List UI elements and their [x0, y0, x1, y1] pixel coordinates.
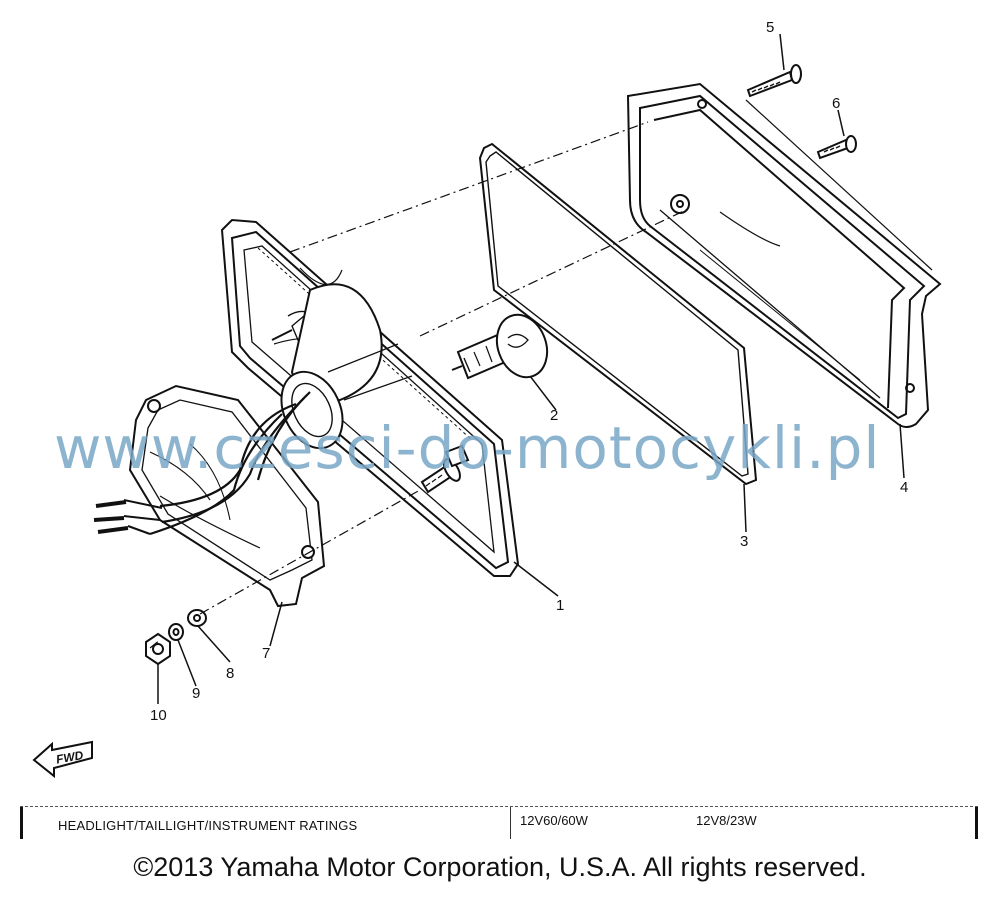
ratings-divider — [510, 807, 511, 839]
screw-short — [816, 135, 857, 160]
callout-10: 10 — [150, 707, 167, 724]
screw-long — [746, 64, 802, 98]
lock-washer — [168, 623, 184, 641]
ratings-right-border — [975, 807, 978, 839]
callout-5: 5 — [766, 19, 774, 36]
ratings-taillight-value: 12V8/23W — [696, 813, 757, 828]
flat-washer — [187, 609, 207, 627]
ratings-label: HEADLIGHT/TAILLIGHT/INSTRUMENT RATINGS — [58, 818, 358, 833]
callout-numbers: 1 2 3 4 5 6 7 8 9 10 — [150, 19, 908, 724]
assembly-lines — [149, 121, 691, 649]
copyright-notice: ©2013 Yamaha Motor Corporation, U.S.A. A… — [133, 852, 867, 882]
fwd-arrow-icon: FWD — [32, 740, 93, 779]
ratings-headlight-value: 12V60/60W — [520, 813, 588, 828]
hex-nut — [145, 632, 171, 666]
callout-4: 4 — [900, 479, 908, 496]
ratings-table: HEADLIGHT/TAILLIGHT/INSTRUMENT RATINGS 1… — [20, 806, 978, 839]
callout-1: 1 — [556, 597, 564, 614]
ratings-left-border — [20, 807, 23, 839]
bulb — [451, 313, 549, 380]
callout-6: 6 — [832, 95, 840, 112]
leader-lines — [157, 33, 905, 704]
callout-3: 3 — [740, 533, 748, 550]
taillight-lens-housing — [626, 82, 942, 428]
callout-8: 8 — [226, 665, 234, 682]
wire-harness — [93, 391, 311, 536]
callout-2: 2 — [550, 407, 558, 424]
lens-gasket — [478, 142, 758, 486]
fwd-label: FWD — [55, 748, 85, 767]
watermark: www.czesci-do-motocykli.pl — [54, 414, 881, 482]
mounting-bolt — [420, 444, 470, 494]
callout-9: 9 — [192, 685, 200, 702]
callout-7: 7 — [262, 645, 270, 662]
bulb-socket — [280, 283, 413, 450]
